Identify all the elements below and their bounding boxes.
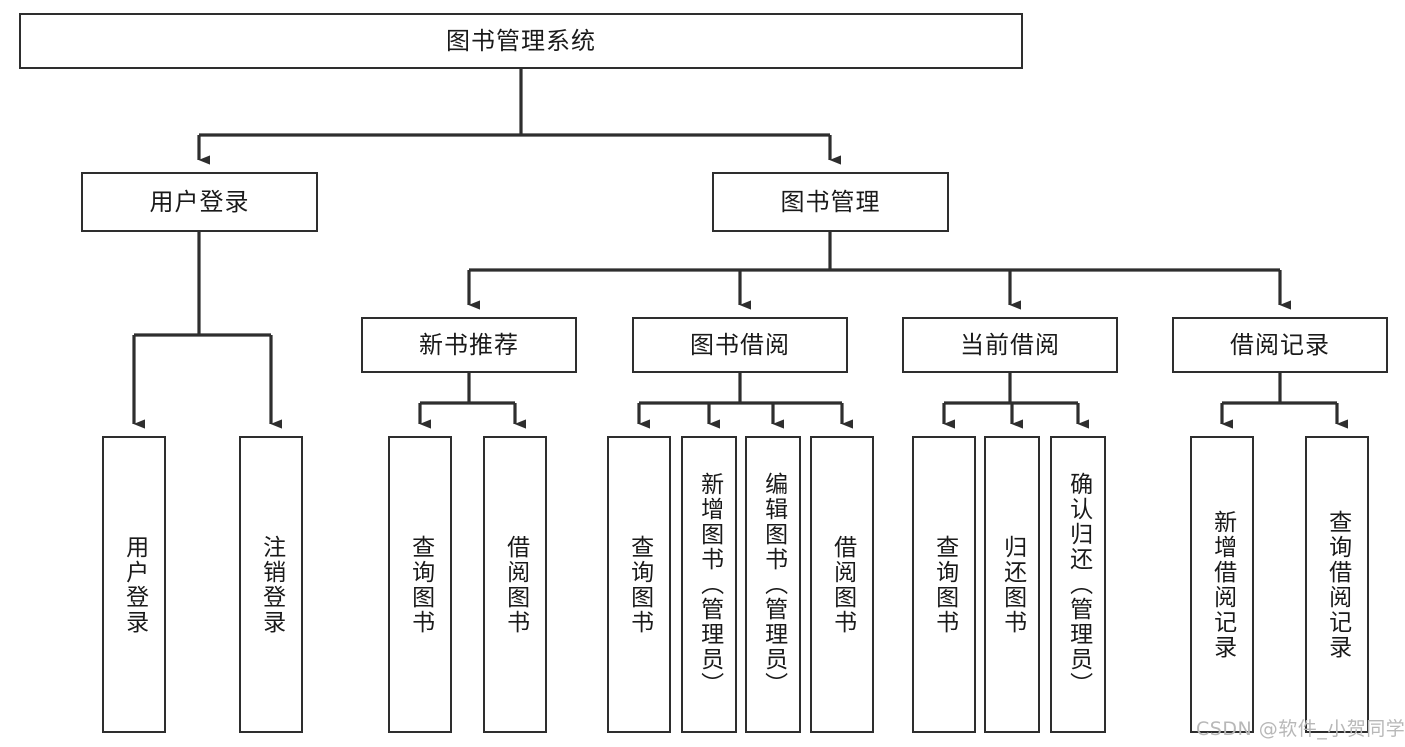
node-book-manage-label: 图书管理 <box>780 188 881 216</box>
leaf-user-login-label: 用户登录 <box>121 534 148 635</box>
leaf-edit-book-label: 编辑图书（管理员） <box>760 472 787 697</box>
leaf-query-book-1-label: 查询图书 <box>407 534 434 635</box>
leaf-query-book-2[interactable]: 查询图书 <box>607 436 671 733</box>
node-root[interactable]: 图书管理系统 <box>19 13 1023 69</box>
connector-lines <box>132 69 1348 429</box>
leaf-add-record[interactable]: 新增借阅记录 <box>1190 436 1254 733</box>
leaf-add-book-label: 新增图书（管理员） <box>696 472 723 697</box>
leaf-query-record[interactable]: 查询借阅记录 <box>1305 436 1369 733</box>
node-user-login[interactable]: 用户登录 <box>81 172 318 232</box>
leaf-borrow-book-1-label: 借阅图书 <box>502 534 529 635</box>
leaf-add-book[interactable]: 新增图书（管理员） <box>681 436 737 733</box>
leaf-logout[interactable]: 注销登录 <box>239 436 303 733</box>
leaf-query-book-1[interactable]: 查询图书 <box>388 436 452 733</box>
leaf-return-book[interactable]: 归还图书 <box>984 436 1040 733</box>
node-book-manage[interactable]: 图书管理 <box>712 172 949 232</box>
node-book-borrow-label: 图书借阅 <box>690 331 790 359</box>
leaf-user-login[interactable]: 用户登录 <box>102 436 166 733</box>
leaf-query-book-3-label: 查询图书 <box>931 534 958 635</box>
node-new-book-recommend[interactable]: 新书推荐 <box>361 317 577 373</box>
node-current-borrow[interactable]: 当前借阅 <box>902 317 1118 373</box>
leaf-borrow-book-1[interactable]: 借阅图书 <box>483 436 547 733</box>
leaf-add-record-label: 新增借阅记录 <box>1209 509 1236 660</box>
leaf-edit-book[interactable]: 编辑图书（管理员） <box>745 436 801 733</box>
leaf-return-book-label: 归还图书 <box>999 534 1026 635</box>
leaf-confirm-return[interactable]: 确认归还（管理员） <box>1050 436 1106 733</box>
node-user-login-label: 用户登录 <box>149 188 250 216</box>
node-borrow-record-label: 借阅记录 <box>1230 331 1330 359</box>
leaf-logout-label: 注销登录 <box>258 534 285 635</box>
node-new-book-recommend-label: 新书推荐 <box>419 331 519 359</box>
leaf-confirm-return-label: 确认归还（管理员） <box>1065 472 1092 697</box>
node-root-label: 图书管理系统 <box>446 27 596 55</box>
leaf-borrow-book-2[interactable]: 借阅图书 <box>810 436 874 733</box>
leaf-query-book-3[interactable]: 查询图书 <box>912 436 976 733</box>
node-book-borrow[interactable]: 图书借阅 <box>632 317 848 373</box>
node-borrow-record[interactable]: 借阅记录 <box>1172 317 1388 373</box>
leaf-query-book-2-label: 查询图书 <box>626 534 653 635</box>
leaf-query-record-label: 查询借阅记录 <box>1324 509 1351 660</box>
node-current-borrow-label: 当前借阅 <box>960 331 1060 359</box>
leaf-borrow-book-2-label: 借阅图书 <box>829 534 856 635</box>
